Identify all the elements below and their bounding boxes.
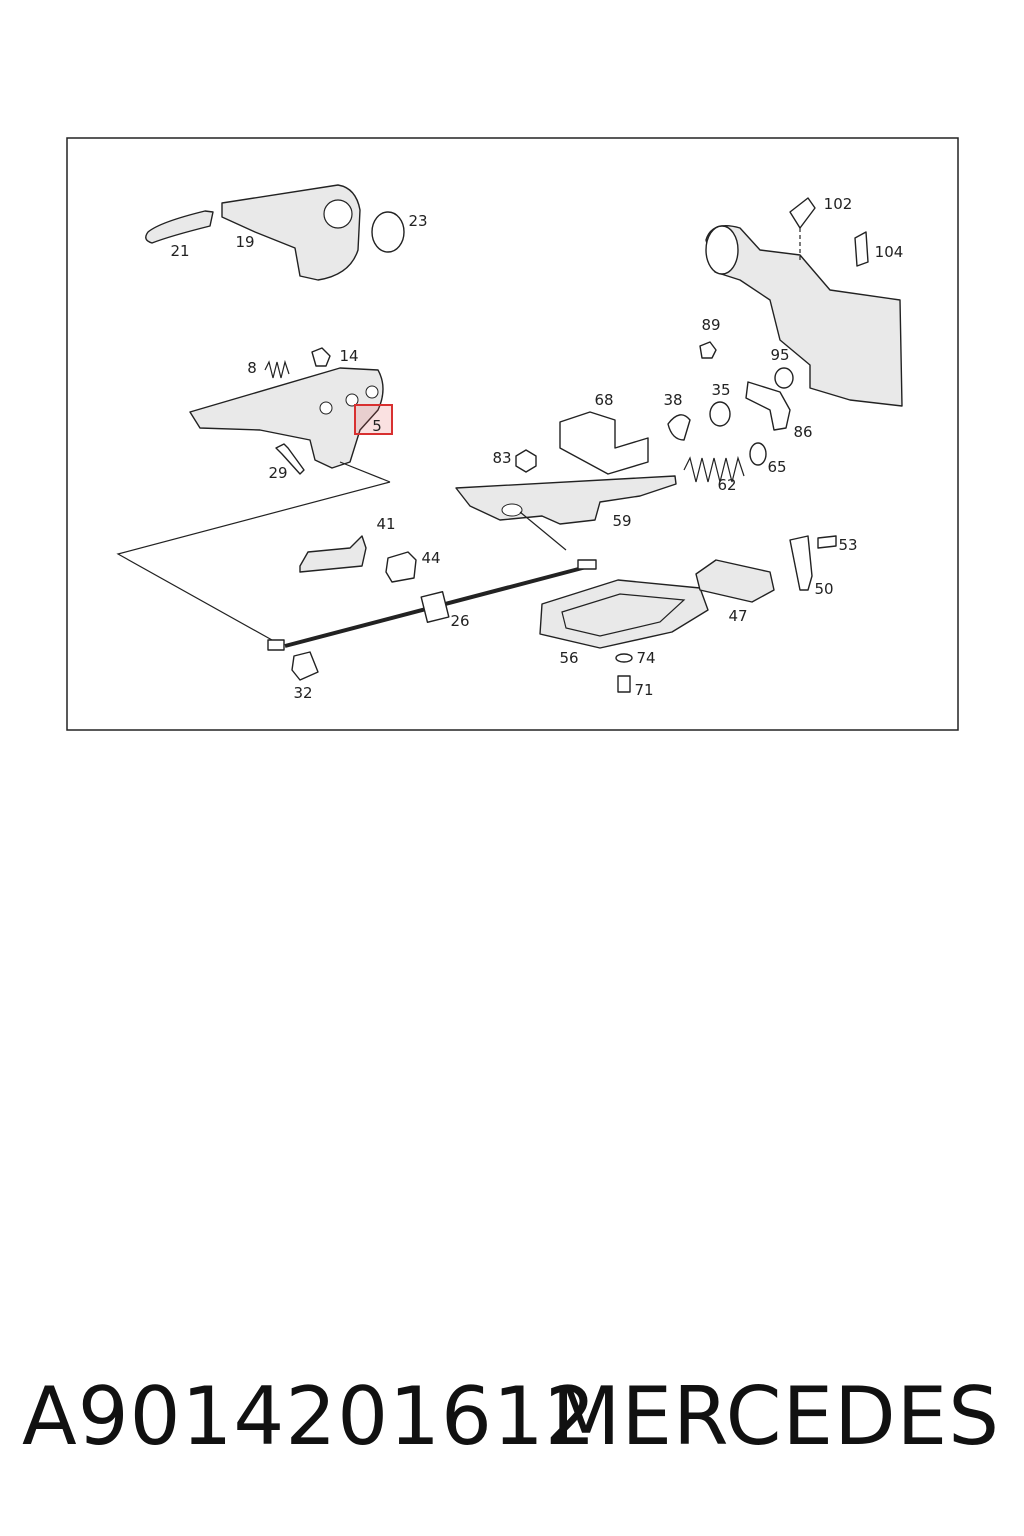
callout-65: 65 xyxy=(767,458,786,476)
plate-hole xyxy=(501,503,523,517)
part-14-bolt xyxy=(311,347,331,367)
callout-50: 50 xyxy=(814,580,833,598)
footer: A9014201612 MERCEDES xyxy=(0,1370,1024,1480)
cable-end-left xyxy=(267,639,285,651)
part-35-bush xyxy=(709,401,731,427)
callout-26: 26 xyxy=(450,612,469,630)
perspective-plane xyxy=(116,481,391,641)
callout-32: 32 xyxy=(293,684,312,702)
part-50-bracket xyxy=(789,535,813,591)
callout-83: 83 xyxy=(492,449,511,467)
callout-102: 102 xyxy=(824,195,853,213)
part-8-spring xyxy=(264,359,290,379)
callout-71: 71 xyxy=(634,681,653,699)
part-59-plate xyxy=(455,475,677,525)
part-19-hole xyxy=(323,199,353,229)
bracket-hole-2 xyxy=(345,393,359,407)
callout-23: 23 xyxy=(408,212,427,230)
plate-rod xyxy=(519,511,567,551)
callout-89: 89 xyxy=(701,316,720,334)
part-65-washer xyxy=(749,442,767,466)
callout-44: 44 xyxy=(421,549,440,567)
callout-104: 104 xyxy=(875,243,904,261)
part-95-grommet xyxy=(774,367,794,389)
callout-8: 8 xyxy=(247,359,257,377)
callout-56: 56 xyxy=(559,649,578,667)
callout-74: 74 xyxy=(636,649,655,667)
part-44-clip xyxy=(385,551,417,583)
callout-41: 41 xyxy=(376,515,395,533)
callout-35: 35 xyxy=(711,381,730,399)
part-23-cap xyxy=(371,211,405,253)
part-29-bolt xyxy=(275,443,305,475)
column-end xyxy=(705,225,739,275)
part-32-clip xyxy=(291,651,319,681)
part-38-clip xyxy=(667,414,691,441)
callout-68: 68 xyxy=(594,391,613,409)
callout-21: 21 xyxy=(170,242,189,260)
callout-62: 62 xyxy=(717,476,736,494)
cable-grommet xyxy=(420,591,450,623)
parts-diagram: 21 19 23 102 104 8 14 89 95 5 68 38 35 86 83 29 65 62 59 41… xyxy=(66,137,959,731)
callout-53: 53 xyxy=(838,536,857,554)
part-number: A9014201612 xyxy=(22,1370,597,1463)
part-47-block xyxy=(695,559,775,603)
part-102-bracket xyxy=(789,197,816,229)
callout-38: 38 xyxy=(663,391,682,409)
part-41-bracket xyxy=(299,535,367,573)
highlight-part-5 xyxy=(354,404,393,435)
callout-95: 95 xyxy=(770,346,789,364)
part-83-nut xyxy=(515,449,537,473)
part-68-bracket xyxy=(559,411,649,475)
callout-14: 14 xyxy=(339,347,358,365)
callout-5: 5 xyxy=(372,417,382,435)
callout-19: 19 xyxy=(235,233,254,251)
part-86-bracket xyxy=(745,381,791,431)
part-104-clip xyxy=(854,231,869,267)
part-56-tray xyxy=(539,579,709,649)
part-71-bolt xyxy=(617,675,631,693)
callout-29: 29 xyxy=(268,464,287,482)
cable-end-right xyxy=(577,559,597,570)
part-62-spring xyxy=(683,455,745,483)
callout-86: 86 xyxy=(793,423,812,441)
callout-59: 59 xyxy=(612,512,631,530)
bracket-hole-1 xyxy=(319,401,333,415)
part-21-lever-cover xyxy=(145,210,214,244)
brand-name: MERCEDES xyxy=(551,1370,1000,1463)
tray-inner xyxy=(561,593,686,637)
part-53-pin xyxy=(817,535,837,549)
part-89-screw xyxy=(699,341,717,359)
part-74-washer xyxy=(615,653,633,663)
diagram-frame xyxy=(66,137,959,731)
callout-47: 47 xyxy=(728,607,747,625)
bracket-hole-3 xyxy=(365,385,379,399)
callout-labels: 21 19 23 102 104 8 14 89 95 5 68 38 35 86 83 29 65 62 59 41… xyxy=(170,195,903,702)
perspective-leader xyxy=(339,461,391,483)
